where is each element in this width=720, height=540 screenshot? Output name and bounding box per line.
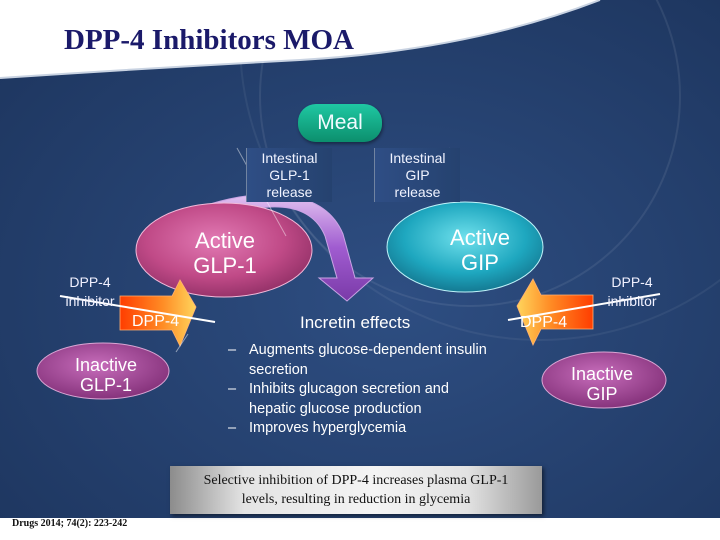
inactive-glp1-line2: GLP-1 <box>79 375 133 395</box>
intestinal-gip-line1: Intestinal <box>389 150 446 166</box>
dpp4-inhibitor-left-label: DPP-4 inhibitor <box>54 273 126 311</box>
effect-text: Augments glucose-dependent insulin secre… <box>249 342 487 378</box>
effect-item: – Augments glucose-dependent insulin sec… <box>228 341 488 380</box>
dpp4-inhibitor-left-line1: DPP-4 <box>69 274 111 290</box>
active-gip-ellipse <box>386 201 544 293</box>
active-gip-label: Active GIP <box>420 225 540 275</box>
effect-dash: – <box>228 420 237 436</box>
incretin-effects-title: Incretin effects <box>300 313 411 332</box>
dpp4-inhibitor-right-line1: DPP-4 <box>611 274 653 290</box>
inactive-gip-label: Inactive GIP <box>552 364 652 404</box>
inactive-glp1-line1: Inactive <box>74 355 138 375</box>
active-glp1-ellipse <box>135 202 313 298</box>
conclusion-line1: Selective inhibition of DPP-4 increases … <box>203 473 509 488</box>
effect-dash: – <box>228 381 237 397</box>
intestinal-glp1-line1: Intestinal <box>261 150 318 166</box>
inactive-gip-ellipse <box>541 351 667 409</box>
inactive-glp1-ellipse <box>36 342 170 400</box>
effect-text: Improves hyperglycemia <box>249 420 407 436</box>
intestinal-glp1-line3: release <box>266 184 313 200</box>
dpp4-left-label: DPP-4 <box>132 313 180 330</box>
intestinal-glp1-release-box: Intestinal GLP-1 release <box>246 148 332 202</box>
inactive-gip-line2: GIP <box>586 384 618 404</box>
inactive-glp1-label: Inactive GLP-1 <box>56 355 156 395</box>
intestinal-glp1-line2: GLP-1 <box>269 167 310 183</box>
effect-item: – Improves hyperglycemia <box>228 419 488 439</box>
incretin-effects-list: – Augments glucose-dependent insulin sec… <box>228 341 488 439</box>
reference-citation: Drugs 2014; 74(2): 223-242 <box>12 518 128 529</box>
dpp4-inhibitor-left-line2: inhibitor <box>65 293 115 309</box>
active-glp1-line2: GLP-1 <box>193 253 257 278</box>
inactive-gip-line1: Inactive <box>570 364 634 384</box>
conclusion-box: Selective inhibition of DPP-4 increases … <box>170 466 542 514</box>
active-gip-line1: Active <box>450 225 510 250</box>
active-glp1-line1: Active <box>195 228 255 253</box>
dpp4-inhibitor-right-line2: inhibitor <box>607 293 657 309</box>
intestinal-gip-line3: release <box>394 184 441 200</box>
active-gip-line2: GIP <box>461 250 499 275</box>
effect-text: Inhibits glucagon secretion and hepatic … <box>249 381 449 417</box>
effect-dash: – <box>228 342 237 358</box>
conclusion-line2: levels, resulting in reduction in glycem… <box>241 492 471 507</box>
dpp4-right-label: DPP-4 <box>520 314 568 331</box>
intestinal-gip-release-box: Intestinal GIP release <box>374 148 460 202</box>
effect-item: – Inhibits glucagon secretion and hepati… <box>228 380 488 419</box>
dpp4-inhibitor-right-label: DPP-4 inhibitor <box>596 273 668 311</box>
meal-node: Meal <box>298 104 382 142</box>
intestinal-gip-line2: GIP <box>405 167 430 183</box>
page-title: DPP-4 Inhibitors MOA <box>64 24 354 56</box>
active-glp1-label: Active GLP-1 <box>165 228 285 278</box>
